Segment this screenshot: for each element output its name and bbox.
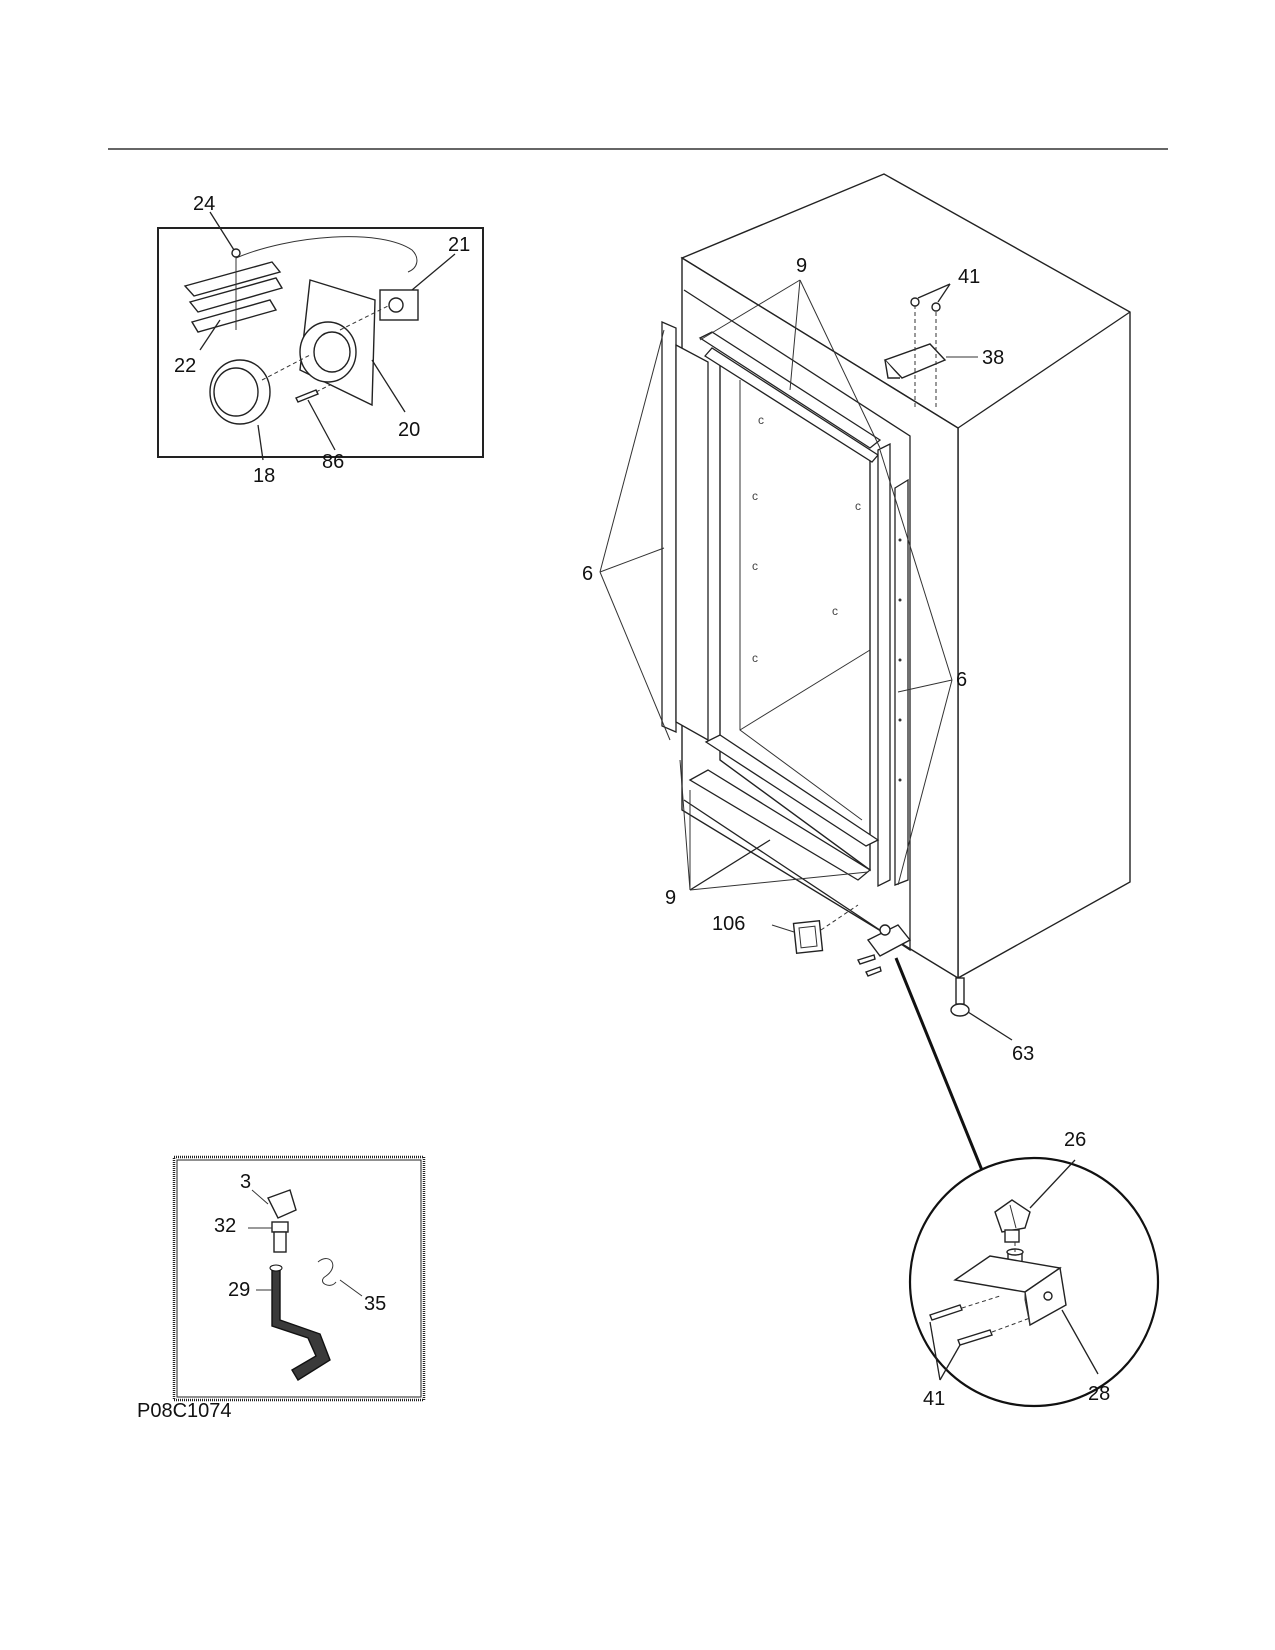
callout-41-detail: 41: [923, 1388, 945, 1410]
callout-24: 24: [193, 193, 215, 215]
callout-20: 20: [398, 419, 420, 441]
callout-26: 26: [1064, 1129, 1086, 1151]
svg-text:c: c: [752, 559, 758, 573]
callout-86: 86: [322, 451, 344, 473]
cabinet: c c c c c c: [599, 173, 1131, 1191]
detail-leader: [894, 957, 992, 1191]
callout-21: 21: [448, 234, 470, 256]
callout-9-bottom: 9: [665, 887, 676, 909]
callout-38: 38: [982, 347, 1004, 369]
svg-text:c: c: [855, 499, 861, 513]
callout-28: 28: [1088, 1383, 1110, 1405]
callout-106: 106: [712, 913, 745, 935]
light-assembly-inset: [157, 211, 484, 461]
callout-63: 63: [1012, 1043, 1034, 1065]
callout-3: 3: [240, 1171, 251, 1193]
callout-9-top: 9: [796, 255, 807, 277]
callout-6-left: 6: [582, 563, 593, 585]
callout-32: 32: [214, 1215, 236, 1237]
callout-6-right: 6: [956, 669, 967, 691]
svg-text:c: c: [752, 489, 758, 503]
callout-35: 35: [364, 1293, 386, 1315]
callout-41-top: 41: [958, 266, 980, 288]
callout-29: 29: [228, 1279, 250, 1301]
callout-22: 22: [174, 355, 196, 377]
handle-inset: [172, 1155, 426, 1402]
callout-18: 18: [253, 465, 275, 487]
svg-text:c: c: [752, 651, 758, 665]
svg-text:c: c: [758, 413, 764, 427]
hinge-detail: [908, 1156, 1160, 1408]
drawing-code: P08C1074: [137, 1400, 232, 1422]
svg-text:c: c: [832, 604, 838, 618]
